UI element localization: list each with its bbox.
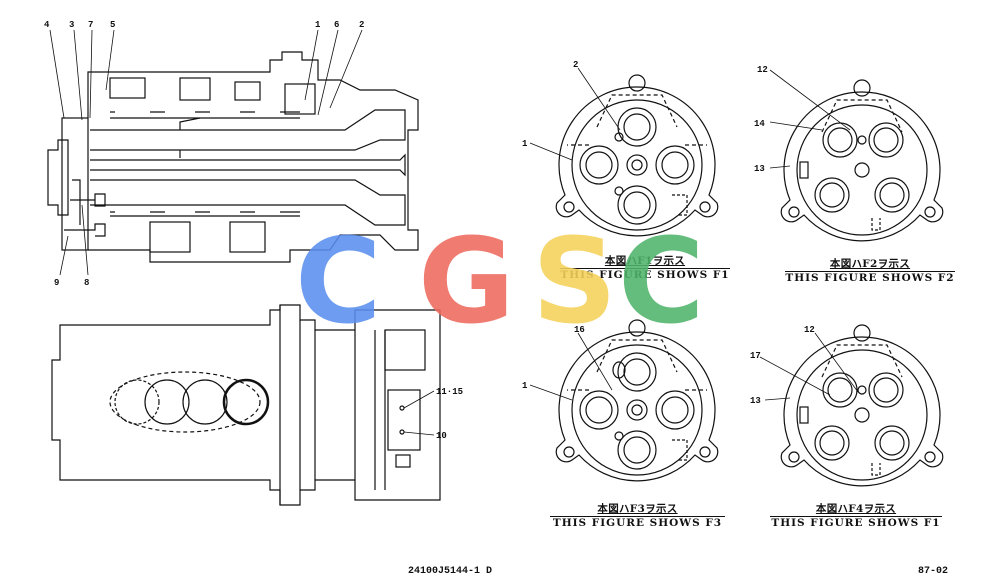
section-view: [47, 51, 419, 263]
watermark-letter-1: C: [295, 212, 382, 350]
callout-11-15: 11·15: [436, 387, 463, 397]
f4-callout-13: 13: [750, 396, 761, 406]
caption-f4: 本図ハF4ヲ示ス THIS FIGURE SHOWS F1: [770, 503, 942, 530]
callout-1: 1: [315, 20, 321, 30]
caption-f4-jp: 本図ハF4ヲ示ス: [815, 503, 897, 515]
caption-f2-jp: 本図ハF2ヲ示ス: [829, 258, 911, 270]
callout-4: 4: [44, 20, 50, 30]
caption-f3-jp: 本図ハF3ヲ示ス: [597, 503, 678, 515]
callout-3: 3: [69, 20, 74, 30]
callout-9: 9: [54, 278, 59, 288]
view-f1: [555, 74, 719, 237]
caption-f3: 本図ハF3ヲ示ス THIS FIGURE SHOWS F3: [550, 503, 725, 530]
callout-7: 7: [88, 20, 93, 30]
f1-callout-2: 2: [573, 60, 578, 70]
callout-8: 8: [84, 278, 89, 288]
watermark-letter-4: C: [618, 212, 705, 350]
view-f2: [780, 79, 944, 242]
caption-f4-en: THIS FIGURE SHOWS F1: [770, 516, 942, 529]
f2-callout-12: 12: [757, 65, 768, 75]
f1-callout-1: 1: [522, 139, 528, 149]
caption-f1-en: THIS FIGURE SHOWS F1: [560, 268, 730, 281]
f2-callout-13: 13: [754, 164, 765, 174]
view-f3: [555, 319, 719, 482]
f3-callout-16: 16: [574, 325, 585, 335]
view-f4: [780, 324, 944, 487]
callout-6: 6: [334, 20, 339, 30]
callout-5: 5: [110, 20, 115, 30]
caption-f2: 本図ハF2ヲ示ス THIS FIGURE SHOWS F2: [785, 258, 955, 285]
drawing-number: 24100J5144-1 D: [408, 566, 493, 577]
callout-2: 2: [359, 20, 364, 30]
caption-f2-en: THIS FIGURE SHOWS F2: [785, 271, 955, 284]
f3-callout-1: 1: [522, 381, 528, 391]
caption-f1-jp: 本図ハF1ヲ示ス: [604, 255, 686, 267]
watermark-letter-3: S: [532, 212, 617, 350]
page-reference: 87-02: [918, 566, 949, 577]
caption-f3-en: THIS FIGURE SHOWS F3: [550, 516, 725, 530]
watermark-letter-2: G: [418, 212, 515, 350]
f4-callout-12: 12: [804, 325, 815, 335]
caption-f1: 本図ハF1ヲ示ス THIS FIGURE SHOWS F1: [560, 255, 730, 282]
external-view: [51, 304, 441, 506]
f2-callout-14: 14: [754, 119, 765, 129]
callout-10: 10: [436, 431, 447, 441]
f4-callout-17: 17: [750, 351, 761, 361]
